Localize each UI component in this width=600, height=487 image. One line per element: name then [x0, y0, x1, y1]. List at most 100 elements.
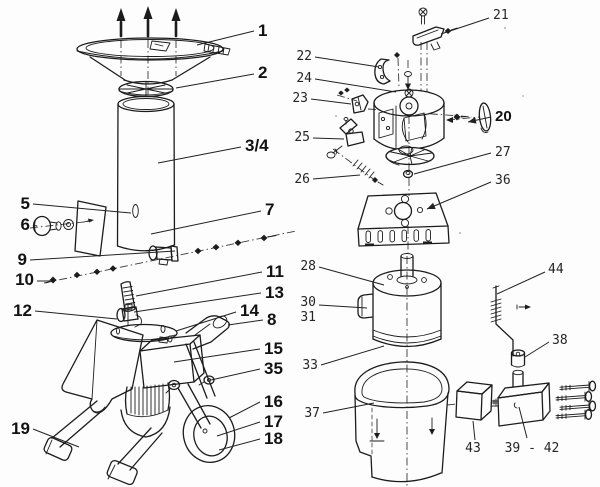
callout-14-leader	[175, 311, 237, 332]
part-release-lever	[326, 117, 365, 159]
part-switch-box	[491, 369, 551, 427]
callout-37-leader	[322, 402, 375, 414]
callout-20-label: 20	[495, 108, 512, 125]
callout-20-arrowhead	[468, 116, 477, 124]
callout-26-label: 26	[294, 172, 310, 187]
callout-6-label: 6	[21, 215, 30, 234]
callout-19-leader	[32, 428, 80, 448]
part-switch-rod	[490, 285, 531, 357]
callout-17-label: 17	[264, 412, 283, 431]
callout-31-label: 31	[300, 310, 316, 325]
callout-11-label: 11	[266, 262, 284, 281]
callout-28-label: 28	[300, 259, 316, 274]
callout-43-label: 43	[465, 441, 481, 456]
callout-2-label: 2	[258, 63, 267, 82]
part-connector-block	[455, 381, 497, 421]
callout-16-leader	[228, 401, 261, 419]
callout-36-leader	[426, 181, 492, 210]
callout-6-leader	[32, 224, 38, 227]
scan-speckles	[299, 26, 524, 235]
callout-21-label: 21	[493, 8, 509, 23]
callout-5-label: 5	[21, 194, 30, 213]
callout-2-leader	[175, 73, 255, 89]
part-feed-tube	[116, 95, 176, 252]
part-nut	[402, 169, 414, 179]
callout-36-label: 36	[495, 173, 511, 188]
part-discharge-chute	[185, 315, 230, 350]
part-blade-top	[412, 7, 458, 51]
callout-10-label: 10	[15, 270, 34, 289]
callout-1-leader	[196, 30, 255, 46]
part-fan-disc	[385, 145, 435, 166]
callout-12-label: 12	[13, 301, 32, 320]
left-assembly	[32, 6, 277, 486]
part-spring-screw	[352, 159, 384, 186]
callout-16-label: 16	[264, 392, 283, 411]
callout-38-leader	[524, 341, 550, 358]
part-cutter-rotor	[373, 88, 445, 150]
callout-22-label: 22	[296, 49, 312, 64]
callout-12-leader	[34, 310, 118, 320]
part-hopper-funnel	[76, 37, 231, 85]
callout-7-leader	[150, 210, 262, 235]
callout-30-leader	[318, 304, 368, 309]
callout-9-label: 9	[18, 250, 27, 269]
right-assembly	[326, 7, 597, 483]
part-spacer-cylinder	[510, 349, 526, 368]
callout-39-42-leader	[518, 406, 528, 439]
part-motor-ribbed	[120, 382, 171, 438]
part-motor	[357, 253, 442, 348]
part-blade-holder	[374, 52, 400, 85]
callout-14-label: 14	[240, 301, 259, 320]
callout-36-arrowhead	[427, 202, 436, 210]
callout-18-label: 18	[264, 429, 283, 448]
callout-5-leader	[32, 203, 132, 214]
callout-1-label: 1	[258, 21, 267, 40]
callout-11-leader	[135, 271, 263, 297]
part-counter-blade	[446, 102, 492, 133]
callout-3-4-label: 3/4	[245, 136, 269, 155]
callout-28-leader	[318, 266, 385, 286]
mounting-screws	[45, 234, 277, 284]
callout-9-leader	[29, 250, 176, 261]
callout-7-label: 7	[265, 200, 274, 219]
callout-35-label: 35	[264, 359, 283, 378]
part-baffle-plate	[357, 192, 450, 247]
callout-8-label: 8	[267, 310, 276, 329]
callout-44-label: 44	[548, 262, 564, 277]
callout-13-leader	[133, 292, 262, 313]
callout-35-leader	[210, 368, 261, 381]
part-knob-bolt	[32, 215, 74, 237]
callout-38-label: 38	[552, 333, 568, 348]
callout-37-label: 37	[304, 406, 320, 421]
callout-25-leader	[312, 137, 345, 140]
callout-39-42-label: 39 - 42	[505, 441, 560, 456]
callout-44-leader	[496, 271, 546, 295]
part-hub-screw	[404, 71, 412, 90]
callout-26-leader	[312, 174, 361, 180]
callout-24-leader	[314, 78, 397, 93]
callout-25-label: 25	[294, 130, 310, 145]
callout-8-leader	[227, 319, 264, 326]
callout-13-label: 13	[265, 283, 284, 302]
part-rubber-disc	[118, 80, 174, 98]
callout-19-label: 19	[11, 419, 30, 438]
part-motor-housing	[139, 334, 205, 389]
callout-23-label: 23	[292, 91, 308, 106]
callout-23-leader	[310, 98, 352, 105]
callout-24-label: 24	[296, 71, 312, 86]
callout-33-leader	[320, 345, 385, 366]
callout-27-label: 27	[495, 145, 511, 160]
callout-17-leader	[216, 421, 261, 437]
callout-18-leader	[218, 438, 261, 451]
callout-30-label: 30	[300, 295, 316, 310]
callout-21-leader	[440, 17, 490, 35]
callout-15-label: 15	[264, 339, 283, 358]
callout-27-leader	[413, 152, 492, 175]
part-bracket-screws	[338, 87, 369, 114]
callout-22-leader	[314, 56, 380, 68]
part-lower-housing	[354, 361, 450, 483]
part-legs	[43, 400, 163, 486]
